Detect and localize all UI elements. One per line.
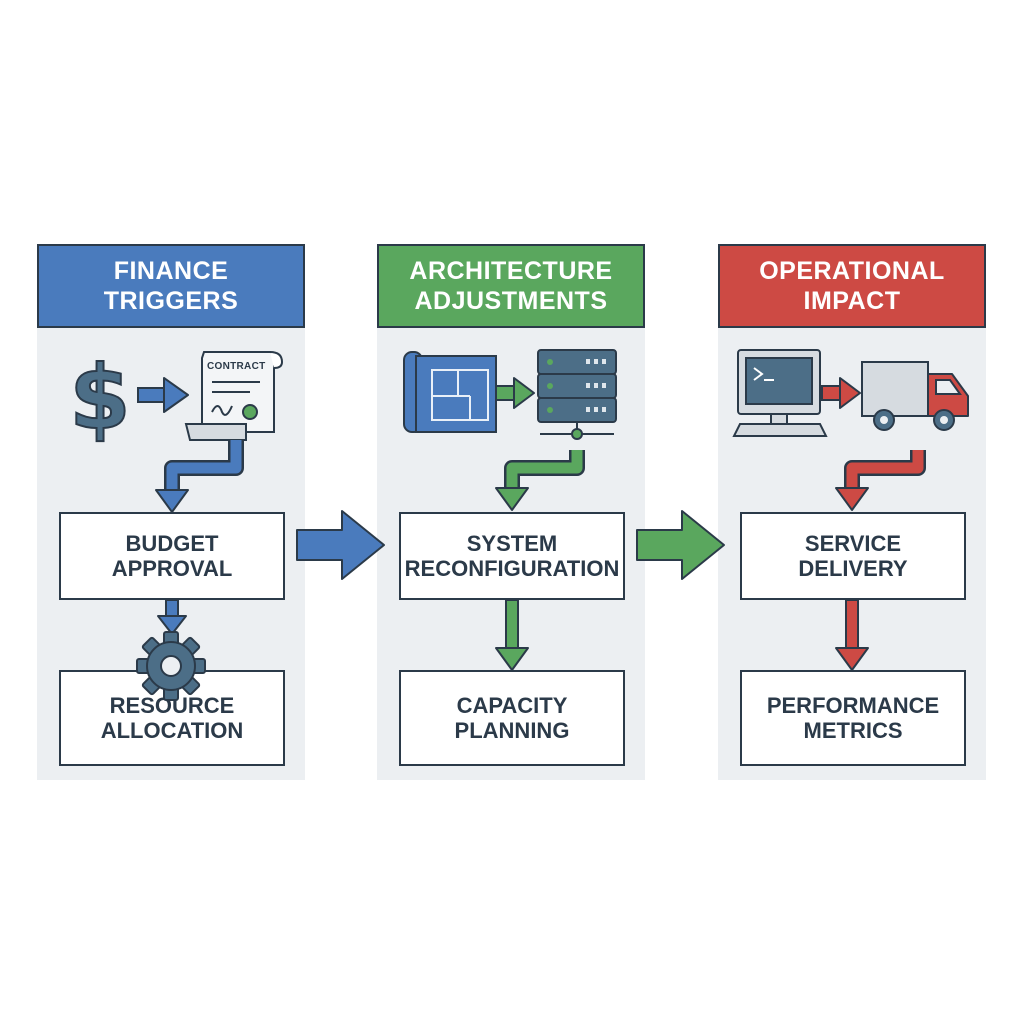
- finance-column: FINANCE TRIGGERS BUDGET APPROVAL RESOURC…: [37, 244, 305, 780]
- capacity-planning-box: CAPACITY PLANNING: [399, 670, 625, 766]
- operational-column: OPERATIONAL IMPACT SERVICE DELIVERY PERF…: [718, 244, 986, 780]
- system-reconfiguration-box: SYSTEM RECONFIGURATION: [399, 512, 625, 600]
- finance-triggers-header: FINANCE TRIGGERS: [37, 244, 305, 328]
- architecture-column: ARCHITECTURE ADJUSTMENTS SYSTEM RECONFIG…: [377, 244, 645, 780]
- budget-approval-box: BUDGET APPROVAL: [59, 512, 285, 600]
- performance-metrics-box: PERFORMANCE METRICS: [740, 670, 966, 766]
- resource-allocation-box: RESOURCE ALLOCATION: [59, 670, 285, 766]
- service-delivery-box: SERVICE DELIVERY: [740, 512, 966, 600]
- operational-impact-header: OPERATIONAL IMPACT: [718, 244, 986, 328]
- contract-label: CONTRACT: [207, 361, 266, 372]
- architecture-adjustments-header: ARCHITECTURE ADJUSTMENTS: [377, 244, 645, 328]
- architecture-to-operational-arrow: [636, 510, 725, 580]
- finance-to-architecture-arrow: [296, 510, 385, 580]
